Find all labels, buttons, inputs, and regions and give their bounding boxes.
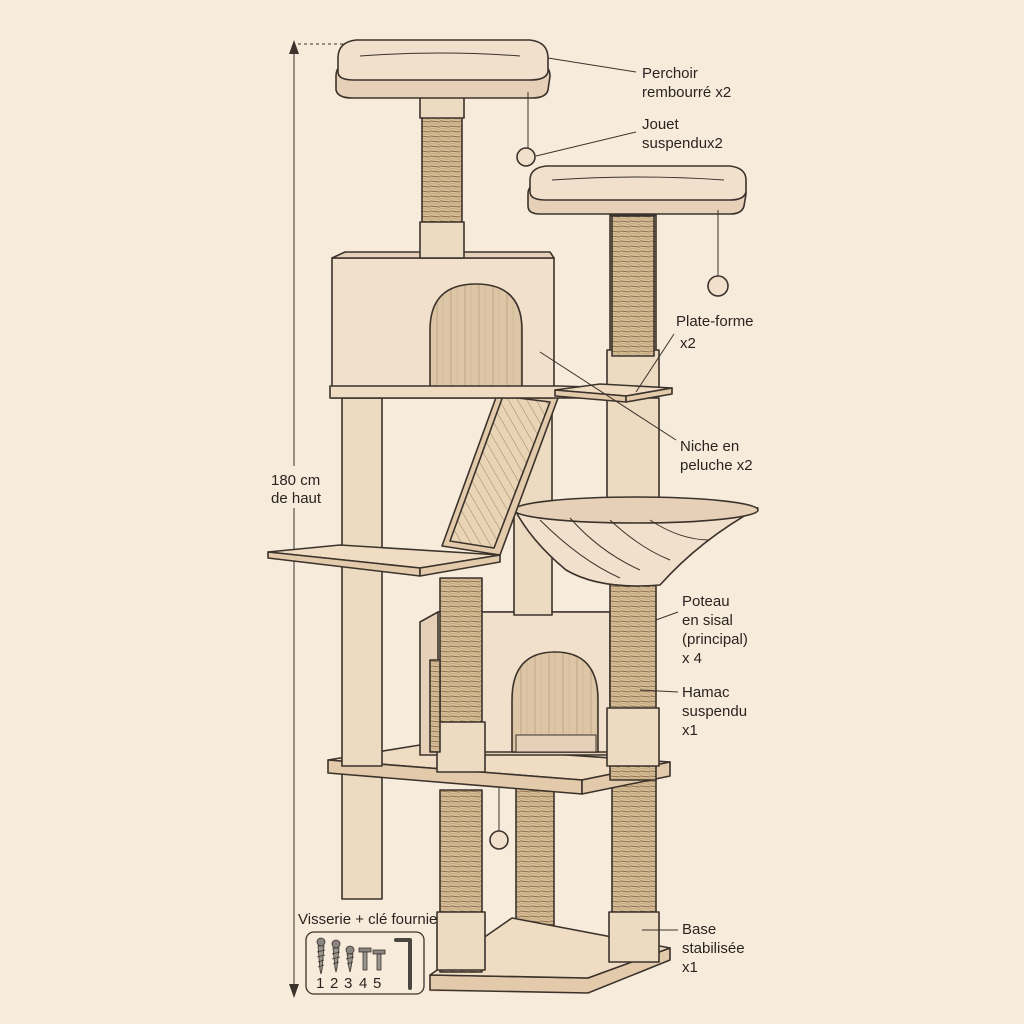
hanging-toy-top xyxy=(516,92,536,167)
callout-perch-line2: rembourré x2 xyxy=(642,84,731,101)
hanging-toy-lower xyxy=(489,788,509,850)
callout-base-line3: x1 xyxy=(682,959,698,976)
hammock xyxy=(513,496,759,587)
callout-toy-line2: suspendux2 xyxy=(642,135,723,152)
screw-medium-icon xyxy=(331,939,341,973)
callout-hammock-line3: x1 xyxy=(682,722,698,739)
stabilized-base xyxy=(429,917,671,994)
callout-sisal-post-line4: x 4 xyxy=(682,650,702,667)
hardware-number: 5 xyxy=(373,975,381,992)
arrow-down-icon xyxy=(289,984,299,998)
height-label-line1: 180 cm xyxy=(271,472,320,489)
left-platform xyxy=(267,544,501,577)
callout-leaders xyxy=(535,57,679,931)
arrow-up-icon xyxy=(289,40,299,54)
hardware-number: 2 xyxy=(330,975,338,992)
post-collar xyxy=(436,911,486,971)
callout-base-line2: stabilisée xyxy=(682,940,745,957)
upper-condo-entrance xyxy=(429,283,523,389)
bolt-short-icon xyxy=(372,949,386,971)
screw-long-icon xyxy=(316,937,326,975)
callout-hammock-line2: suspendu xyxy=(682,703,747,720)
callout-sisal-post-line3: (principal) xyxy=(682,631,748,648)
sisal-post-condo-side xyxy=(429,659,441,753)
right-platform xyxy=(554,383,673,403)
sisal-post-back xyxy=(515,784,555,926)
upper-condo xyxy=(329,251,673,399)
allen-key-icon xyxy=(394,938,412,990)
callout-sisal-post: Poteau en sisal (principal) x 4 xyxy=(682,593,748,667)
screw-short-icon xyxy=(345,945,355,973)
callout-sisal-post-line1: Poteau xyxy=(682,593,730,610)
callout-platform-line1: Plate-forme xyxy=(676,313,754,330)
height-label-bg xyxy=(268,466,328,508)
callout-toy: Jouet suspendux2 xyxy=(642,116,723,152)
hardware-number: 3 xyxy=(344,975,352,992)
plush-post-left-mid xyxy=(341,565,383,767)
leader-toy xyxy=(535,131,637,157)
post-collar xyxy=(608,911,660,963)
bolt-icon xyxy=(358,947,372,971)
ball-toy-icon xyxy=(489,830,509,850)
hardware-title: Visserie + clé fournie xyxy=(298,911,437,928)
hardware-number: 1 xyxy=(316,975,324,992)
hanging-toy-right xyxy=(707,210,729,297)
callout-sisal-post-line2: en sisal xyxy=(682,612,733,629)
callout-condo-line2: peluche x2 xyxy=(680,457,753,474)
post-collar xyxy=(436,721,486,773)
ball-toy-icon xyxy=(707,275,729,297)
callout-hammock: Hamac suspendu x1 xyxy=(682,684,747,739)
leader-perch xyxy=(547,57,637,73)
sisal-post-upper-right xyxy=(611,215,655,357)
callout-perch-line1: Perchoir xyxy=(642,65,698,82)
callout-platform: Plate-forme x2 xyxy=(676,313,754,352)
post-collar xyxy=(606,707,660,767)
leader-condo xyxy=(539,351,677,441)
callout-platform-line2: x2 xyxy=(680,335,696,352)
plush-post-left-upper xyxy=(341,397,383,569)
callout-toy-line1: Jouet xyxy=(642,116,680,133)
height-dimension: 180 cm de haut xyxy=(268,40,345,998)
callout-perch: Perchoir rembourré x2 xyxy=(642,65,731,101)
height-label-line2: de haut xyxy=(271,490,322,507)
callout-hammock-line1: Hamac xyxy=(682,684,730,701)
padded-perch-top xyxy=(335,39,551,99)
hardware-number: 4 xyxy=(359,975,367,992)
leader-hammock xyxy=(639,689,679,693)
hammock-rim xyxy=(513,496,759,524)
callout-condo: Niche en peluche x2 xyxy=(680,438,753,474)
padded-perch-right xyxy=(527,165,747,215)
leader-sisal-post xyxy=(655,611,679,621)
plush-post-left-lower xyxy=(341,763,383,900)
callout-condo-line1: Niche en xyxy=(680,438,739,455)
ball-toy-icon xyxy=(516,147,536,167)
callout-base: Base stabilisée x1 xyxy=(682,921,745,976)
post-collar xyxy=(419,221,465,259)
leader-platform xyxy=(635,333,675,393)
callout-base-line1: Base xyxy=(682,921,716,938)
hardware-kit: Visserie + clé fournie 1 2 3 4 xyxy=(298,911,437,995)
lower-condo-entrance xyxy=(511,651,599,753)
scratch-ramp-surface xyxy=(449,395,551,549)
